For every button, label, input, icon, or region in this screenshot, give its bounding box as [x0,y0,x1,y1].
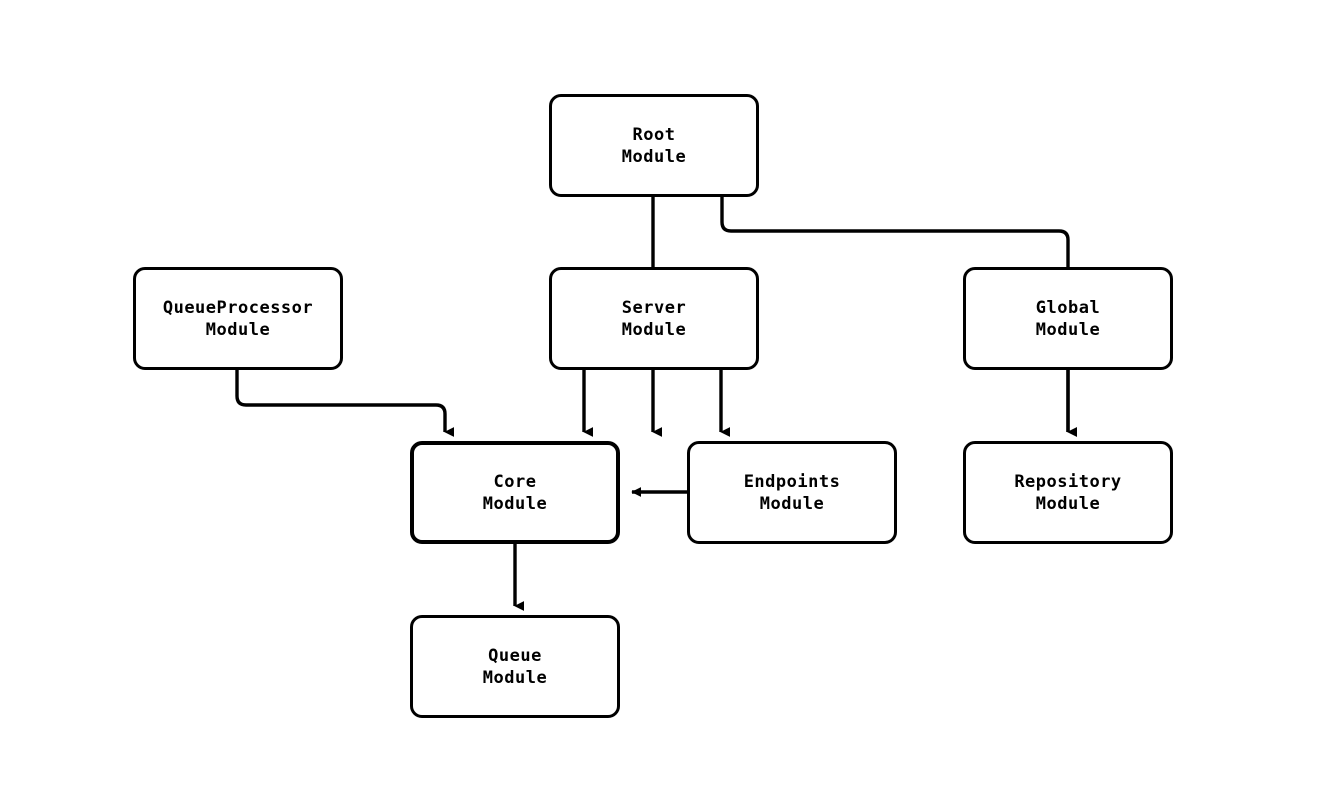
node-queueprocessor-module[interactable]: QueueProcessor Module [133,267,343,370]
node-queue-module-name: Queue [488,645,542,666]
node-global-module-name: Global [1035,297,1101,318]
node-server-module[interactable]: Server Module [549,267,759,370]
node-root-module-name: Root [632,124,676,145]
node-core-module-suffix: Module [482,493,548,514]
node-queueprocessor-module-name: QueueProcessor [162,297,314,318]
node-root-module[interactable]: Root Module [549,94,759,197]
node-queue-module-suffix: Module [482,667,548,688]
node-core-module-name: Core [493,471,537,492]
node-global-module-suffix: Module [1035,319,1101,340]
node-queue-module[interactable]: Queue Module [410,615,620,718]
node-endpoints-module-suffix: Module [759,493,825,514]
node-endpoints-module-name: Endpoints [743,471,841,492]
node-core-module[interactable]: Core Module [410,441,620,544]
node-repository-module-name: Repository [1014,471,1122,492]
node-endpoints-module[interactable]: Endpoints Module [687,441,897,544]
node-server-module-name: Server [621,297,687,318]
node-queueprocessor-module-suffix: Module [205,319,271,340]
node-repository-module[interactable]: Repository Module [963,441,1173,544]
node-global-module[interactable]: Global Module [963,267,1173,370]
node-server-module-suffix: Module [621,319,687,340]
node-root-module-suffix: Module [621,146,687,167]
edge-queueprocessor-core [235,370,455,437]
node-repository-module-suffix: Module [1035,493,1101,514]
